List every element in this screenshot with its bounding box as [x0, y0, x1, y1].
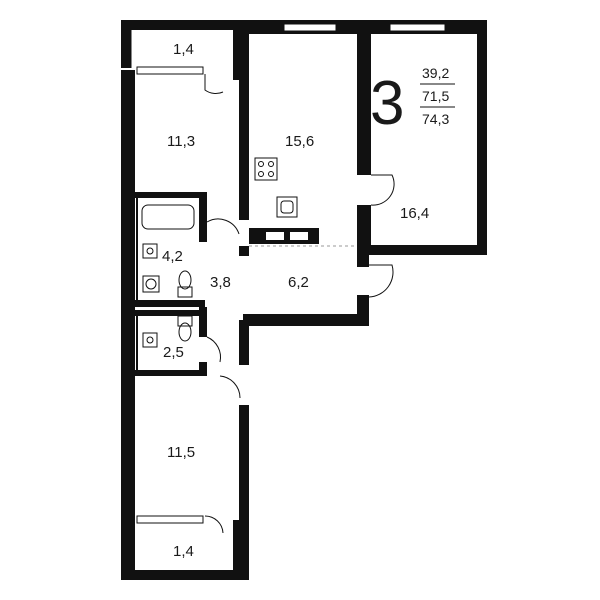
room-hall-label: 6,2 [288, 274, 309, 291]
total-area-with-balcony: 74,3 [422, 111, 449, 127]
room-count: 3 [370, 69, 404, 138]
room-bedroom-right-label: 16,4 [400, 205, 429, 222]
kitchen-counter [266, 232, 308, 240]
room-bathroom-label: 4,2 [162, 248, 183, 265]
room-corridor-label: 3,8 [210, 274, 231, 291]
room-wc-label: 2,5 [163, 344, 184, 361]
room-labels: 1,4 11,3 15,6 16,4 4,2 3,8 6,2 2,5 11,5 … [162, 41, 429, 560]
fixtures [141, 157, 298, 348]
room-kitchen-label: 15,6 [285, 133, 314, 150]
room-bedroom-top-label: 11,3 [167, 133, 195, 150]
area-summary: 3 39,2 71,5 74,3 [370, 65, 455, 138]
total-area: 71,5 [422, 88, 449, 104]
walls [121, 20, 487, 580]
living-area: 39,2 [422, 65, 449, 81]
door-swings [204, 74, 395, 534]
room-balcony-top-label: 1,4 [173, 41, 194, 58]
room-balcony-bottom-label: 1,4 [173, 543, 194, 560]
room-bedroom-bottom-label: 11,5 [167, 444, 195, 461]
windows [136, 23, 446, 524]
